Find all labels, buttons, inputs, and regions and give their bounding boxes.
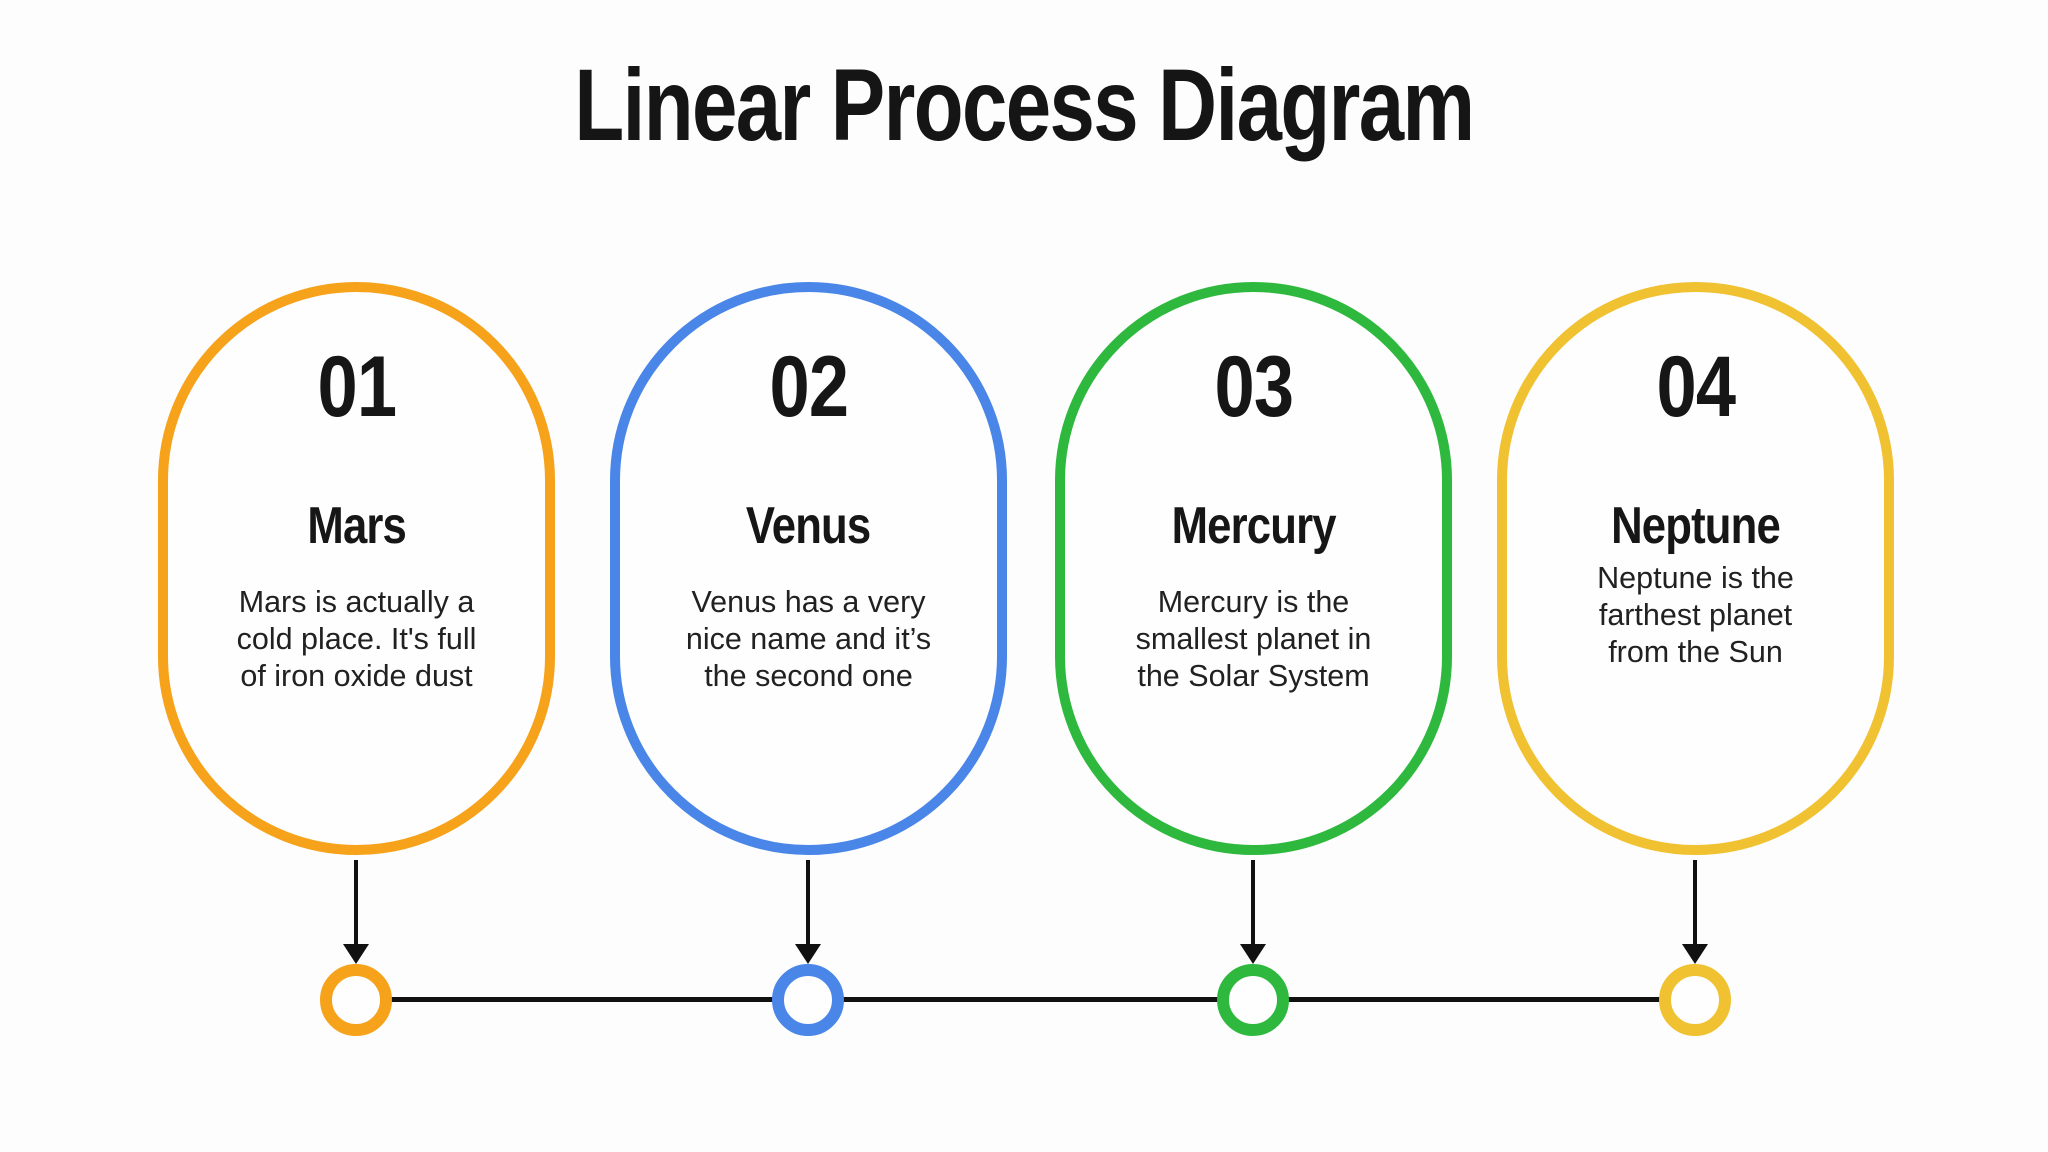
step-card-venus: 02 Venus Venus has a very nice name and … (610, 282, 1007, 855)
down-arrow-shaft (1251, 860, 1255, 948)
step-name: Neptune (1611, 497, 1781, 555)
timeline-node-mercury (1217, 964, 1289, 1036)
step-name: Mercury (1171, 497, 1336, 555)
down-arrow-shaft (1693, 860, 1697, 948)
step-number: 03 (1214, 339, 1294, 435)
down-arrow-shaft (806, 860, 810, 948)
step-card-neptune: 04 Neptune Neptune is the farthest plane… (1497, 282, 1894, 855)
down-arrow-icon (795, 944, 821, 964)
step-number: 02 (769, 339, 849, 435)
step-description: Mars is actually a cold place. It's full… (236, 585, 477, 693)
timeline-node-neptune (1659, 964, 1731, 1036)
down-arrow-icon (1682, 944, 1708, 964)
page-title: Linear Process Diagram (574, 48, 1475, 162)
step-name: Mars (307, 497, 406, 555)
page-title-wrap: Linear Process Diagram (0, 48, 2048, 162)
down-arrow-icon (343, 944, 369, 964)
timeline-node-venus (772, 964, 844, 1036)
down-arrow-icon (1240, 944, 1266, 964)
step-description: Mercury is the smallest planet in the So… (1135, 585, 1372, 693)
step-description: Neptune is the farthest planet from the … (1597, 561, 1794, 669)
down-arrow-shaft (354, 860, 358, 948)
step-number: 01 (317, 339, 397, 435)
timeline-line (391, 997, 1693, 1002)
timeline-node-mars (320, 964, 392, 1036)
step-number: 04 (1656, 339, 1736, 435)
step-card-mercury: 03 Mercury Mercury is the smallest plane… (1055, 282, 1452, 855)
step-description: Venus has a very nice name and it’s the … (685, 585, 932, 693)
step-name: Venus (746, 497, 871, 555)
step-card-mars: 01 Mars Mars is actually a cold place. I… (158, 282, 555, 855)
